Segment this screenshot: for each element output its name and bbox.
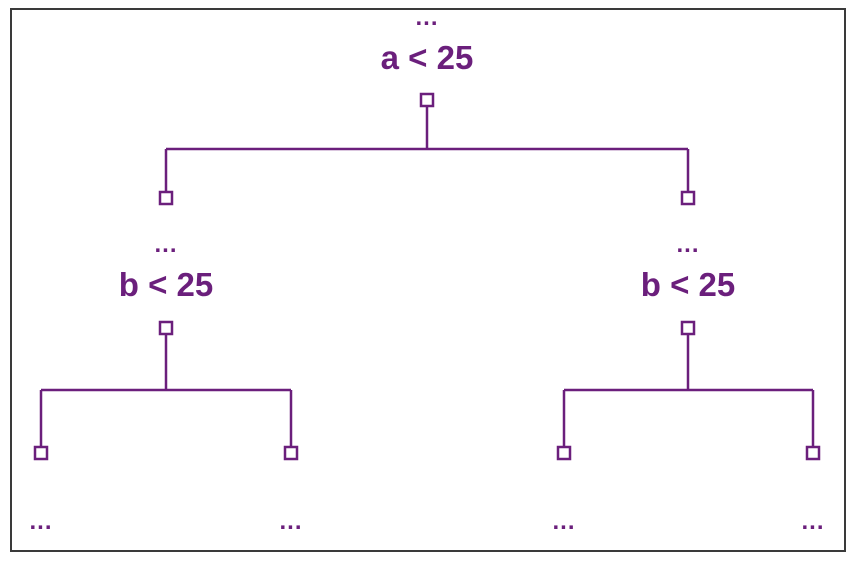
right-branch-handle bbox=[680, 190, 696, 206]
leaf-handle-1 bbox=[33, 445, 49, 461]
root-node-handle bbox=[419, 92, 435, 108]
left-node-handle bbox=[158, 320, 174, 336]
leaf-ellipsis-2: ... bbox=[279, 508, 303, 535]
left-condition-label: b < 25 bbox=[118, 266, 214, 303]
leaf-handle-2 bbox=[283, 445, 299, 461]
left-ellipsis: ... bbox=[154, 231, 178, 258]
leaf-ellipsis-1: ... bbox=[29, 508, 53, 535]
leaf-ellipsis-4: ... bbox=[801, 508, 825, 535]
right-ellipsis: ... bbox=[676, 231, 700, 258]
leaf-handle-3 bbox=[556, 445, 572, 461]
left-branch-handle bbox=[158, 190, 174, 206]
right-node-handle bbox=[680, 320, 696, 336]
right-condition-label: b < 25 bbox=[640, 266, 736, 303]
leaf-handle-4 bbox=[805, 445, 821, 461]
root-ellipsis: ... bbox=[415, 4, 439, 31]
leaf-ellipsis-3: ... bbox=[552, 508, 576, 535]
root-condition-label: a < 25 bbox=[380, 39, 474, 76]
diagram-frame bbox=[10, 8, 846, 552]
